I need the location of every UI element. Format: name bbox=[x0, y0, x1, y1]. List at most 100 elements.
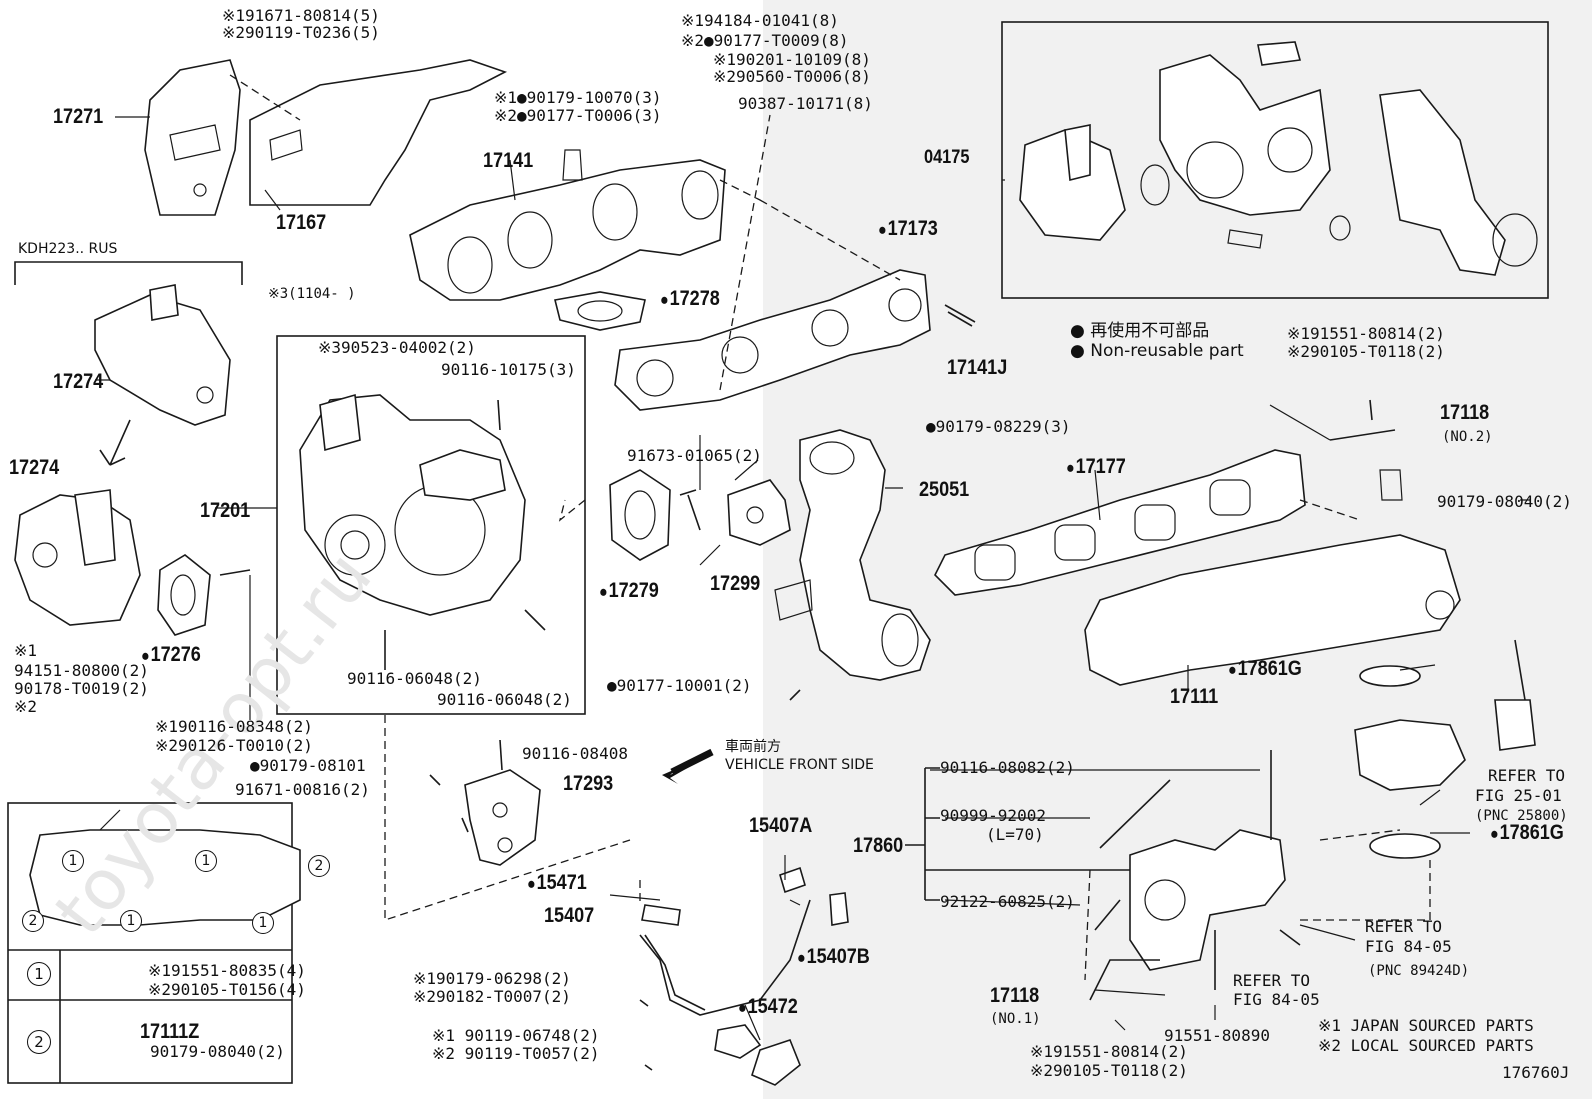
label-17860: 17860 bbox=[853, 834, 904, 857]
exhaust-manifold-17141 bbox=[409, 149, 726, 301]
legend-jp-text: 再使用不可部品 bbox=[1090, 321, 1210, 341]
nut-90179-08101 bbox=[429, 774, 441, 786]
down-arrow bbox=[99, 419, 131, 466]
throttle-assembly-17860 bbox=[1089, 750, 1301, 1001]
stud-90116-10175 bbox=[497, 399, 501, 431]
gasket-17861G-b bbox=[1369, 833, 1441, 859]
inset-note-90105-T0156: ※290105-T0156(4) bbox=[148, 980, 306, 999]
stay-17293 bbox=[464, 769, 541, 866]
inset-callout-2a: 2 bbox=[308, 855, 330, 877]
inset-legend-box bbox=[7, 802, 301, 1084]
label-15471: 15471 bbox=[527, 872, 587, 895]
inset-callout-1d: 1 bbox=[252, 912, 274, 934]
note-90116-08408: 90116-08408 bbox=[522, 744, 628, 763]
label-17111Z: 17111Z bbox=[140, 1020, 200, 1043]
note-90179-08040: 90179-08040(2) bbox=[1437, 492, 1572, 511]
legend-jp: ● 再使用不可部品 bbox=[1070, 316, 1209, 341]
label-15472: 15472 bbox=[738, 996, 798, 1019]
label-15407A: 15407A bbox=[749, 814, 813, 837]
note-90116-10175: 90116-10175(3) bbox=[441, 360, 576, 379]
inset-callout-2b: 2 bbox=[22, 910, 44, 932]
stud-90116-08408 bbox=[499, 739, 503, 771]
heat-insulator-17271 bbox=[144, 59, 241, 216]
turbocharger-box bbox=[276, 335, 586, 715]
gasket-17279 bbox=[609, 469, 671, 561]
gasket-17173 bbox=[614, 269, 931, 411]
note-90177-T0006: ※2●90177-T0006(3) bbox=[494, 106, 662, 125]
note-90523-04002: ※390523-04002(2) bbox=[318, 338, 476, 357]
stud-90116-06048-b bbox=[524, 609, 546, 631]
label-04175: 04175 bbox=[924, 147, 970, 168]
inset-note-91551-80835: ※191551-80835(4) bbox=[148, 961, 306, 980]
label-17293: 17293 bbox=[563, 772, 614, 795]
pipe-bolts bbox=[639, 999, 653, 1071]
label-17861G-b: 17861G bbox=[1490, 822, 1564, 845]
note-90119-06748: ※1 90119-06748(2) bbox=[432, 1026, 600, 1045]
legend-dot-icon: ● bbox=[1070, 321, 1091, 341]
refer-fig25-line3: (PNC 25800) bbox=[1475, 808, 1568, 824]
vehicle-front-en: VEHICLE FRONT SIDE bbox=[725, 757, 874, 773]
note-91551-80814-a: ※191551-80814(2) bbox=[1287, 324, 1445, 343]
nut-90177-10001 bbox=[789, 689, 801, 701]
water-outlet-17274-lower bbox=[14, 489, 141, 626]
note-length-70: (L=70) bbox=[986, 825, 1044, 844]
refer-fig84-a-line3: (PNC 89424D) bbox=[1368, 963, 1470, 979]
intake-manifold-17111 bbox=[1084, 469, 1461, 686]
label-17861G-a: 17861G bbox=[1228, 658, 1302, 681]
label-17118-no1: 17118 bbox=[990, 984, 1040, 1007]
refer-fig84-a-line1: REFER TO bbox=[1365, 917, 1443, 936]
note-92122-60825: 92122-60825(2) bbox=[940, 892, 1075, 911]
refer-fig25-line2: FIG 25-01 bbox=[1475, 786, 1562, 805]
refer-fig84-a-line2: FIG 84-05 bbox=[1365, 937, 1452, 956]
label-15407: 15407 bbox=[544, 904, 595, 927]
footnote-japan-sourced: ※1 JAPAN SOURCED PARTS bbox=[1318, 1016, 1534, 1035]
gasket-17276 bbox=[157, 554, 211, 636]
note-90119-T0236: ※290119-T0236(5) bbox=[222, 23, 380, 42]
note-90178-T0019: 90178-T0019(2) bbox=[14, 679, 149, 698]
label-17118-no2-sub: (NO.2) bbox=[1442, 429, 1493, 445]
dashed-leaders bbox=[384, 114, 1431, 981]
refer-fig25-line1: REFER TO bbox=[1488, 766, 1566, 785]
note-91551-80890: 91551-80890 bbox=[1164, 1026, 1270, 1045]
water-outlet-17274-upper bbox=[94, 284, 231, 426]
stud-17141J bbox=[944, 304, 976, 327]
note-90182-T0007: ※290182-T0007(2) bbox=[413, 987, 571, 1006]
inset-callout-1b: 1 bbox=[195, 850, 217, 872]
note-90116-08082: 90116-08082(2) bbox=[940, 758, 1075, 777]
label-17167: 17167 bbox=[276, 211, 327, 234]
label-15407B: 15407B bbox=[797, 946, 870, 969]
note-90560-T0006: ※290560-T0006(8) bbox=[713, 67, 871, 86]
note-90116-06048-b: 90116-06048(2) bbox=[437, 690, 572, 709]
turbocharger-17201 bbox=[299, 393, 526, 616]
note-90116-06048-a: 90116-06048(2) bbox=[347, 669, 482, 688]
note-90179-06298: ※190179-06298(2) bbox=[413, 969, 571, 988]
note-90999-92002: 90999-92002 bbox=[940, 806, 1046, 825]
label-17173: 17173 bbox=[878, 218, 938, 241]
note-94151-80800: 94151-80800(2) bbox=[14, 661, 149, 680]
note-90387-10171: 90387-10171(8) bbox=[738, 94, 873, 113]
inset-row-1-badge: 1 bbox=[27, 962, 51, 986]
legend-en: ● Non-reusable part bbox=[1070, 341, 1244, 361]
vehicle-front-jp: 車両前方 bbox=[725, 739, 781, 755]
note-90177-T0009: ※2●90177-T0009(8) bbox=[681, 31, 849, 50]
label-kdh223: KDH223.. RUS bbox=[18, 241, 118, 257]
bracket-17118-no2 bbox=[1329, 399, 1396, 441]
legend-dot-icon-2: ● bbox=[1070, 341, 1091, 361]
label-17278: 17278 bbox=[660, 288, 720, 311]
note-91551-80814-c: ※191551-80814(2) bbox=[1030, 1042, 1188, 1061]
note-94184-01041: ※194184-01041(8) bbox=[681, 11, 839, 30]
note-91671-00816: 91671-00816(2) bbox=[235, 780, 370, 799]
turbo-assembly-box bbox=[1001, 21, 1549, 299]
refer-fig84-b-line1: REFER TO bbox=[1233, 971, 1311, 990]
note-90177-10001: ●90177-10001(2) bbox=[607, 676, 752, 695]
note-91673-01065: 91673-01065(2) bbox=[627, 446, 762, 465]
note-90116-08348: ※190116-08348(2) bbox=[155, 717, 313, 736]
egr-valve bbox=[1354, 639, 1536, 791]
label-17274-upper: 17274 bbox=[53, 370, 104, 393]
label-17118-no1-sub: (NO.1) bbox=[990, 1011, 1041, 1027]
leader-lines bbox=[95, 116, 1530, 1041]
note-90179-10070: ※1●90179-10070(3) bbox=[494, 88, 662, 107]
gasket-17278 bbox=[554, 291, 646, 331]
legend-en-text: Non-reusable part bbox=[1090, 341, 1244, 361]
